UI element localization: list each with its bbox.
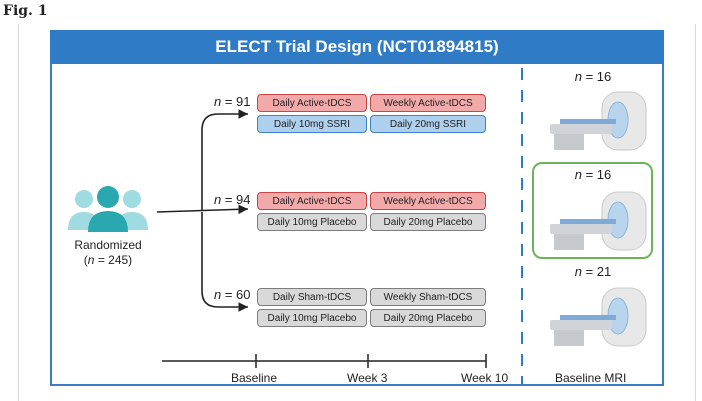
arm-2-n: n = 94 (214, 192, 251, 207)
timeline-week10: Week 10 (461, 371, 509, 385)
frame-left-border (18, 24, 19, 401)
arm-3-phase1-intervention: Daily Sham-tDCS (257, 288, 367, 306)
arm-1-n: n = 91 (214, 94, 251, 109)
arrow-to-arm-1 (201, 109, 248, 210)
mri-highlight-box (532, 162, 653, 259)
mri-footer: Baseline MRI (555, 371, 627, 385)
arrow-to-arm-2 (156, 204, 249, 215)
arm-1-phase1-intervention: Daily Active-tDCS (257, 94, 367, 112)
randomized-label: Randomized (74, 238, 142, 252)
frame-right-border (695, 24, 696, 401)
arm-1-phase1-drug: Daily 10mg SSRI (257, 115, 367, 133)
arm-3-n: n = 60 (214, 287, 251, 302)
diagram-title: ELECT Trial Design (NCT01894815) (50, 30, 664, 64)
mri-group-2-n: n = 16 (574, 167, 612, 182)
arm-2-phase2-drug: Daily 20mg Placebo (370, 213, 486, 231)
arm-2-phase2-intervention: Weekly Active-tDCS (370, 192, 486, 210)
mri-scanner-icon-1 (550, 91, 647, 151)
figure-label: Fig. 1 (3, 3, 48, 19)
arrow-to-arm-3 (201, 212, 248, 312)
arm-3-phase2-intervention: Weekly Sham-tDCS (370, 288, 486, 306)
mri-group-1-n: n = 16 (574, 69, 612, 84)
arm-1-phase2-drug: Daily 20mg SSRI (370, 115, 486, 133)
arm-2-phase1-intervention: Daily Active-tDCS (257, 192, 367, 210)
mri-scanner-icon-2 (550, 191, 647, 251)
arm-3-phase1-drug: Daily 10mg Placebo (257, 309, 367, 327)
arm-2-phase1-drug: Daily 10mg Placebo (257, 213, 367, 231)
randomized-n: (n = 245) (83, 253, 133, 267)
mri-group-3-n: n = 21 (574, 264, 612, 279)
mri-scanner-icon-3 (550, 287, 647, 347)
arm-1-phase2-intervention: Weekly Active-tDCS (370, 94, 486, 112)
timeline-baseline: Baseline (231, 371, 278, 385)
people-icon (68, 186, 148, 232)
arm-3-phase2-drug: Daily 20mg Placebo (370, 309, 486, 327)
timeline-week3: Week 3 (347, 371, 388, 385)
